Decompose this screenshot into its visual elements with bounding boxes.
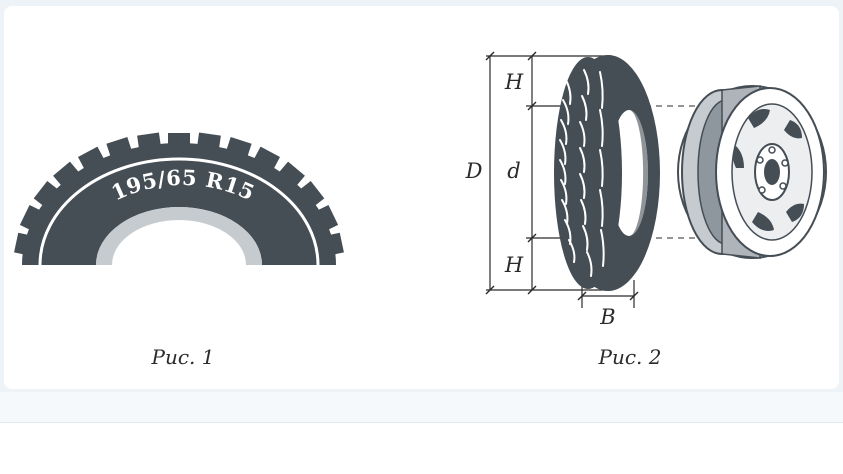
- label-d: d: [507, 159, 520, 183]
- figure1-tire-half: 195/65 R15: [14, 132, 344, 266]
- page-bottom: [0, 423, 843, 474]
- label-D: D: [465, 159, 483, 183]
- dimension-ticks: [485, 51, 639, 301]
- bead-band: [96, 207, 262, 265]
- dimension-labels: H d D H B: [465, 70, 616, 329]
- label-H-top: H: [504, 70, 524, 94]
- label-H-bottom: H: [504, 253, 524, 277]
- figure1-caption: Рис. 1: [151, 345, 215, 369]
- divider: [0, 422, 843, 423]
- figure2-caption: Рис. 2: [598, 345, 662, 369]
- label-B: B: [599, 305, 615, 329]
- figure2-wheel-rim: [677, 85, 827, 259]
- card-footer-band: [0, 392, 843, 422]
- figure2-tire: [554, 55, 660, 291]
- tire-sidewall: [22, 143, 336, 265]
- sidewall-stripe: [38, 157, 320, 266]
